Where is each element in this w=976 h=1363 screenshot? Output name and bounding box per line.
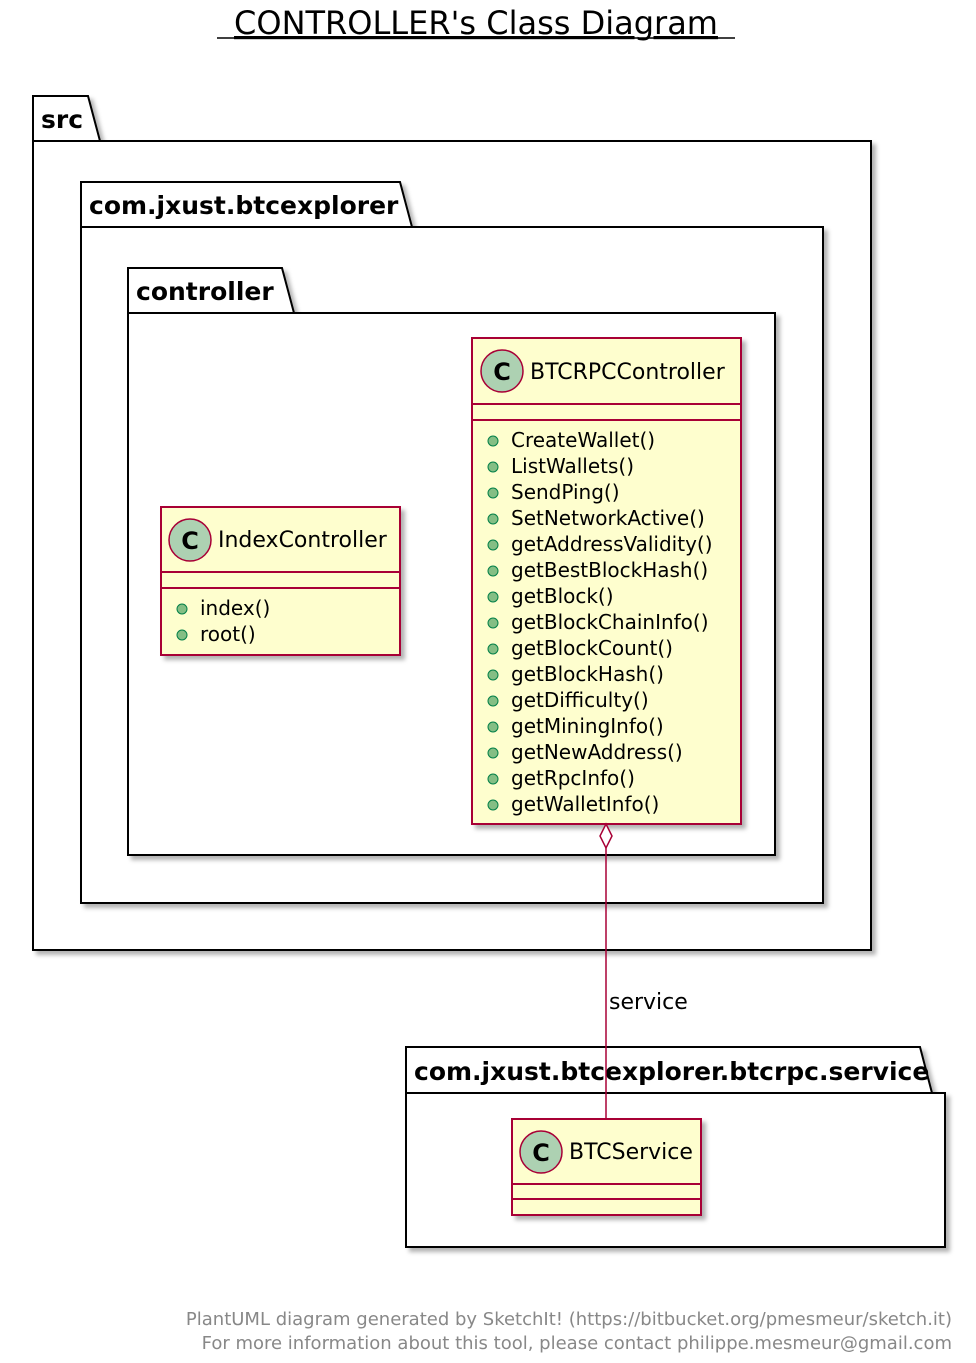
footer-line-1: PlantUML diagram generated by SketchIt! … <box>186 1309 952 1330</box>
class-c-icon: C <box>519 1130 563 1174</box>
class-index-controller[interactable]: C IndexController index()root() <box>160 506 401 656</box>
method-item: getBlock() <box>487 584 614 608</box>
method-name: index() <box>200 596 270 620</box>
public-method-icon <box>487 539 499 551</box>
method-item: getMiningInfo() <box>487 714 664 738</box>
public-method-icon <box>487 721 499 733</box>
method-name: getBlock() <box>511 584 614 608</box>
footer-line-2: For more information about this tool, pl… <box>202 1333 952 1354</box>
method-item: SendPing() <box>487 480 620 504</box>
method-name: ListWallets() <box>511 454 634 478</box>
method-item: index() <box>176 596 270 620</box>
package-src-label: src <box>41 105 83 134</box>
svg-text:C: C <box>493 358 511 386</box>
public-method-icon <box>487 513 499 525</box>
class-name: BTCService <box>569 1140 693 1165</box>
public-method-icon <box>487 799 499 811</box>
method-item: CreateWallet() <box>487 428 655 452</box>
method-name: SetNetworkActive() <box>511 506 705 530</box>
method-item: getBlockChainInfo() <box>487 610 709 634</box>
method-name: root() <box>200 622 256 646</box>
package-controller-label: controller <box>136 277 274 306</box>
class-c-icon: C <box>168 518 212 562</box>
method-item: SetNetworkActive() <box>487 506 705 530</box>
method-list: CreateWallet()ListWallets()SendPing()Set… <box>487 428 713 816</box>
public-method-icon <box>487 773 499 785</box>
class-c-icon: C <box>480 349 524 393</box>
relation-label: service <box>609 990 688 1015</box>
method-item: getDifficulty() <box>487 688 649 712</box>
class-btc-service[interactable]: C BTCService <box>511 1118 702 1216</box>
public-method-icon <box>487 591 499 603</box>
package-service-label: com.jxust.btcexplorer.btcrpc.service <box>414 1057 929 1086</box>
method-name: getBlockChainInfo() <box>511 610 709 634</box>
method-item: ListWallets() <box>487 454 634 478</box>
public-method-icon <box>487 643 499 655</box>
method-name: getWalletInfo() <box>511 792 659 816</box>
public-method-icon <box>487 747 499 759</box>
method-item: getRpcInfo() <box>487 766 635 790</box>
class-name: BTCRPCController <box>530 360 726 385</box>
method-item: getBestBlockHash() <box>487 558 708 582</box>
public-method-icon <box>487 487 499 499</box>
method-item: getAddressValidity() <box>487 532 713 556</box>
method-item: getBlockCount() <box>487 636 673 660</box>
svg-text:C: C <box>532 1139 550 1167</box>
svg-text:C: C <box>181 527 199 555</box>
public-method-icon <box>487 435 499 447</box>
method-item: root() <box>176 622 256 646</box>
method-name: SendPing() <box>511 480 620 504</box>
method-item: getNewAddress() <box>487 740 683 764</box>
method-name: getMiningInfo() <box>511 714 664 738</box>
method-name: getRpcInfo() <box>511 766 635 790</box>
method-item: getWalletInfo() <box>487 792 659 816</box>
method-name: getBlockCount() <box>511 636 673 660</box>
class-name: IndexController <box>218 528 388 553</box>
method-item: getBlockHash() <box>487 662 664 686</box>
diagram-title: CONTROLLER's Class Diagram <box>234 4 718 42</box>
public-method-icon <box>176 603 188 615</box>
method-list: index()root() <box>176 596 270 646</box>
public-method-icon <box>176 629 188 641</box>
method-name: getBestBlockHash() <box>511 558 708 582</box>
aggregation-diamond-icon <box>599 822 613 850</box>
aggregation-relation[interactable]: service <box>599 822 688 1119</box>
method-name: getNewAddress() <box>511 740 683 764</box>
class-btcrpc-controller[interactable]: C BTCRPCController CreateWallet()ListWal… <box>471 337 742 825</box>
public-method-icon <box>487 669 499 681</box>
method-name: CreateWallet() <box>511 428 655 452</box>
package-btcexplorer-label: com.jxust.btcexplorer <box>89 191 399 220</box>
public-method-icon <box>487 565 499 577</box>
public-method-icon <box>487 461 499 473</box>
public-method-icon <box>487 617 499 629</box>
public-method-icon <box>487 695 499 707</box>
method-name: getAddressValidity() <box>511 532 713 556</box>
method-name: getDifficulty() <box>511 688 649 712</box>
method-name: getBlockHash() <box>511 662 664 686</box>
